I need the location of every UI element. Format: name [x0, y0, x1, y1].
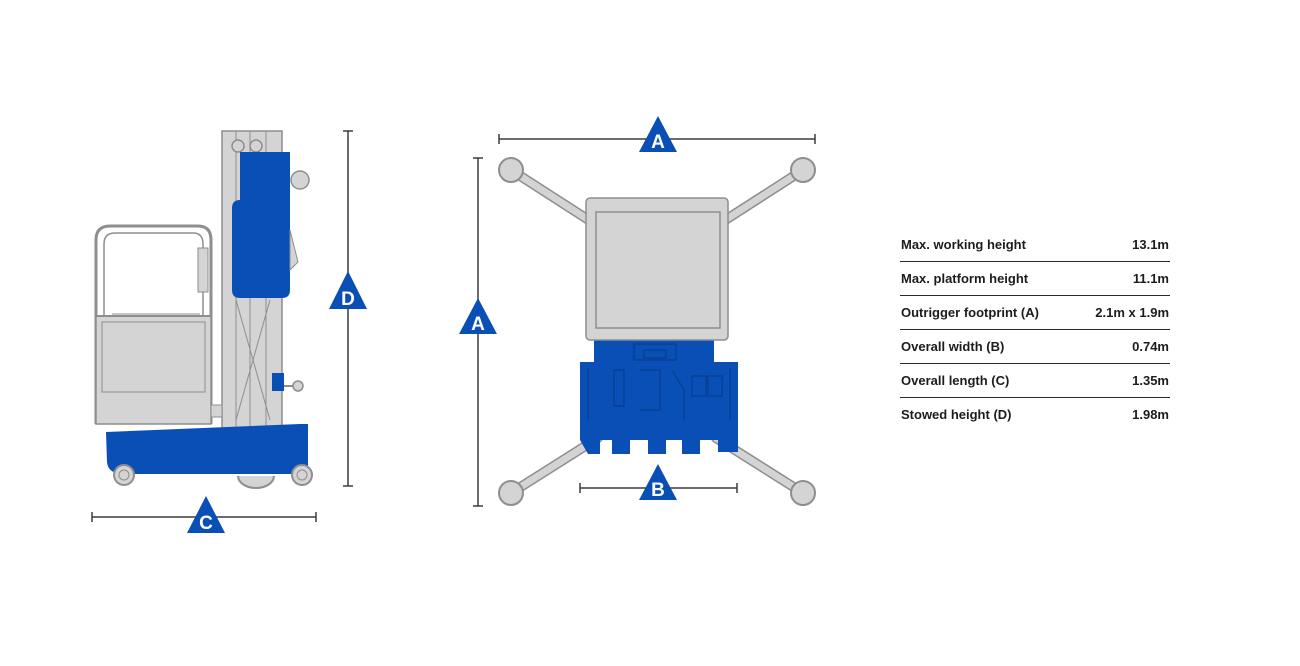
dimension-a-label: A [471, 314, 485, 335]
wheel-icon [237, 475, 275, 489]
spec-value: 13.1m [1132, 237, 1169, 252]
dimension-d-label: D [341, 289, 355, 310]
spec-label: Max. working height [901, 237, 1026, 252]
spec-row-overall-length: Overall length (C) 1.35m [900, 364, 1170, 398]
dimension-b-label: B [651, 480, 665, 501]
spec-row-stowed-height: Stowed height (D) 1.98m [900, 398, 1170, 431]
spec-label: Overall length (C) [901, 373, 1010, 388]
outrigger-pad-icon [498, 480, 524, 506]
spec-value: 11.1m [1132, 271, 1169, 286]
control-box [272, 373, 284, 391]
dimension-b: B [579, 464, 738, 501]
platform-cage [94, 224, 213, 425]
spec-value: 1.98m [1132, 407, 1169, 422]
dimension-b-marker [639, 464, 677, 500]
dimension-a-vertical: A [459, 157, 497, 507]
dimension-a-label: A [651, 132, 665, 153]
dimension-a-marker [639, 116, 677, 152]
top-view-chassis [580, 338, 738, 454]
spec-row-overall-width: Overall width (B) 0.74m [900, 330, 1170, 364]
outrigger-pad-icon [498, 157, 524, 183]
spec-value: 0.74m [1132, 339, 1169, 354]
top-view-platform [585, 197, 729, 341]
spec-row-working-height: Max. working height 13.1m [900, 228, 1170, 262]
dimension-a-marker [459, 298, 497, 334]
dimension-c: C [91, 496, 317, 534]
outrigger-pad-icon [790, 480, 816, 506]
side-view-lift [94, 130, 313, 489]
spec-row-outrigger-footprint: Outrigger footprint (A) 2.1m x 1.9m [900, 296, 1170, 330]
spec-label: Outrigger footprint (A) [901, 305, 1039, 320]
dimension-d: D [329, 130, 367, 487]
dimension-c-label: C [199, 513, 213, 534]
spec-table: Max. working height 13.1m Max. platform … [900, 228, 1170, 431]
spec-label: Overall width (B) [901, 339, 1005, 354]
dimension-d-marker [329, 271, 367, 309]
outrigger-pad-icon [790, 157, 816, 183]
dimension-c-marker [187, 496, 225, 533]
dimension-a-horizontal: A [498, 116, 816, 153]
base-chassis [106, 424, 308, 474]
spec-row-platform-height: Max. platform height 11.1m [900, 262, 1170, 296]
spec-label: Max. platform height [901, 271, 1029, 286]
spec-label: Stowed height (D) [901, 407, 1012, 422]
spec-value: 1.35m [1132, 373, 1169, 388]
spec-value: 2.1m x 1.9m [1095, 305, 1169, 320]
mast-carriage [232, 152, 290, 298]
top-view-lift [498, 157, 816, 506]
